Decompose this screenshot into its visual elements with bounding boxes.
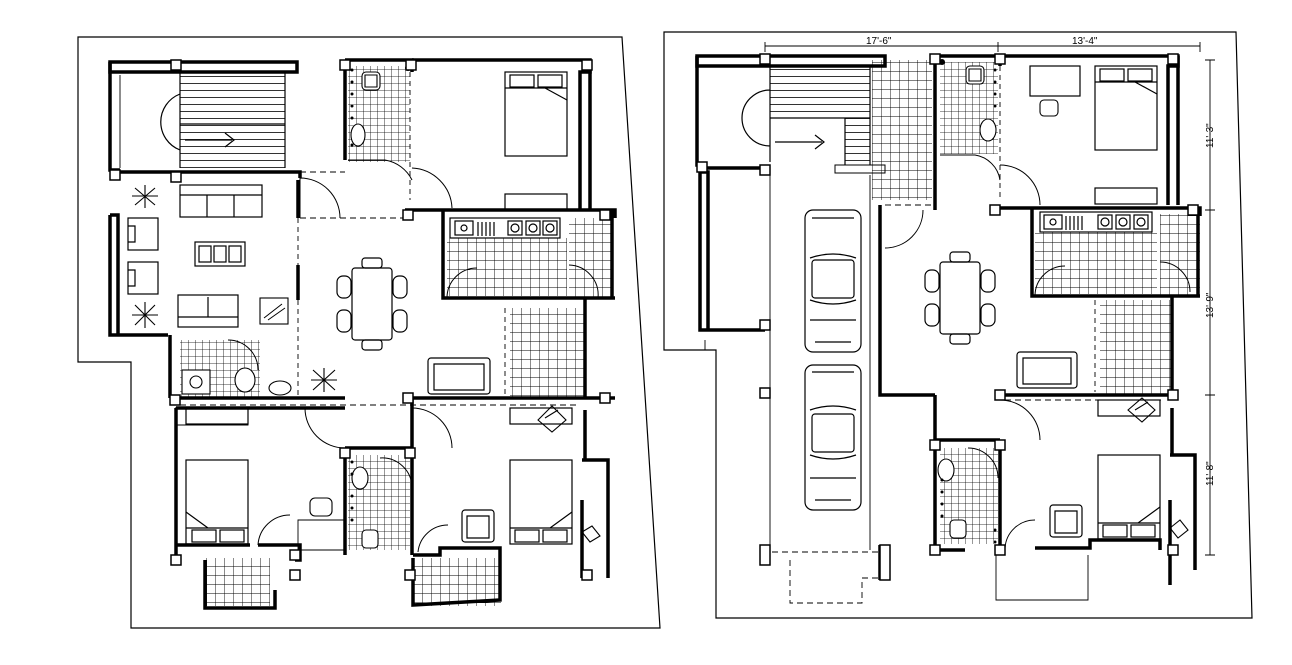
left-bed-bottom-right: [509, 407, 573, 545]
right-dimension-lines: [764, 42, 1215, 556]
left-living-sofa-bottom: [177, 294, 239, 328]
left-bed-top-right: [504, 71, 568, 211]
right-floor-plan: 17'-6" 13'-4" 11'-3" 13'-9" 11'-8": [663, 31, 1253, 619]
right-site-boundary: [663, 31, 1253, 619]
right-columns: [696, 53, 1199, 581]
right-staircase-outline: [741, 66, 871, 165]
left-floor-plan: [77, 36, 661, 629]
left-phone-table-2: [537, 405, 567, 433]
left-site-boundary: [77, 36, 661, 629]
right-dining-table: [924, 251, 996, 345]
left-doors: [227, 159, 599, 553]
dim-top-right: 13'-4": [1072, 36, 1098, 47]
left-staircase-treads-2: [180, 124, 285, 169]
dim-top-left: 17'-6": [866, 36, 892, 47]
right-staircase-treads-2: [845, 118, 870, 163]
dim-side-bottom: 11'-8": [1205, 461, 1216, 486]
left-staircase-outline: [160, 72, 286, 168]
dim-side-middle: 13'-9": [1205, 292, 1216, 318]
right-doors: [884, 154, 1191, 549]
right-bath-fixtures: [937, 65, 997, 539]
right-lounge-sofa: [1016, 351, 1078, 389]
left-utility-tiles: [569, 218, 612, 298]
left-plant-icon-2: [132, 302, 158, 328]
left-plant-icon-3: [311, 368, 337, 392]
right-car-1: [804, 209, 862, 353]
left-columns: [109, 59, 611, 581]
left-phone-table-1: [259, 297, 289, 325]
left-dining-table: [336, 257, 408, 351]
right-phone-table-2: [1169, 519, 1189, 539]
right-phone-table-1: [1127, 397, 1156, 423]
right-stair-landing-tiles: [872, 60, 932, 200]
left-bath-fixtures: [181, 71, 381, 549]
left-porch-tiles-1: [205, 558, 270, 606]
right-kitchen-counter: [1039, 211, 1153, 233]
right-stair-arrow: [775, 134, 825, 150]
left-stair-arrow: [185, 132, 235, 148]
left-staircase-treads: [180, 72, 285, 124]
dim-side-top: 11'-3": [1205, 123, 1216, 148]
right-staircase-treads: [770, 66, 870, 118]
right-stair-step: [834, 164, 886, 174]
left-coffee-table: [194, 241, 246, 267]
right-study-chair: [1039, 99, 1059, 117]
left-bed-bottom-left: [185, 407, 249, 545]
right-car-2: [804, 364, 862, 511]
left-kitchen-tiles: [447, 238, 567, 296]
left-living-sofa-top: [179, 184, 263, 218]
right-kitchen-tiles: [1035, 232, 1157, 294]
left-bedroom-chair-1: [309, 497, 333, 517]
right-utility-tiles: [1160, 214, 1200, 296]
right-bed-bottom: [1097, 399, 1161, 540]
left-plant-icon-1: [132, 185, 158, 208]
right-walls: [695, 54, 1202, 585]
left-lounge-sofa: [427, 357, 491, 395]
left-living-armchairs: [127, 217, 159, 295]
left-porch-tiles-2: [413, 558, 501, 606]
right-bed-top: [1094, 65, 1158, 205]
right-balcony-tiles: [1100, 300, 1172, 395]
left-kitchen-counter: [449, 217, 561, 239]
left-phone-table-3: [581, 525, 601, 543]
right-study-desk: [1029, 65, 1081, 97]
right-bedroom-armchair: [1049, 504, 1083, 538]
left-bedroom-armchair: [461, 509, 495, 543]
right-bath-tile-marks: [939, 59, 997, 544]
left-balcony-tiles: [510, 308, 585, 398]
